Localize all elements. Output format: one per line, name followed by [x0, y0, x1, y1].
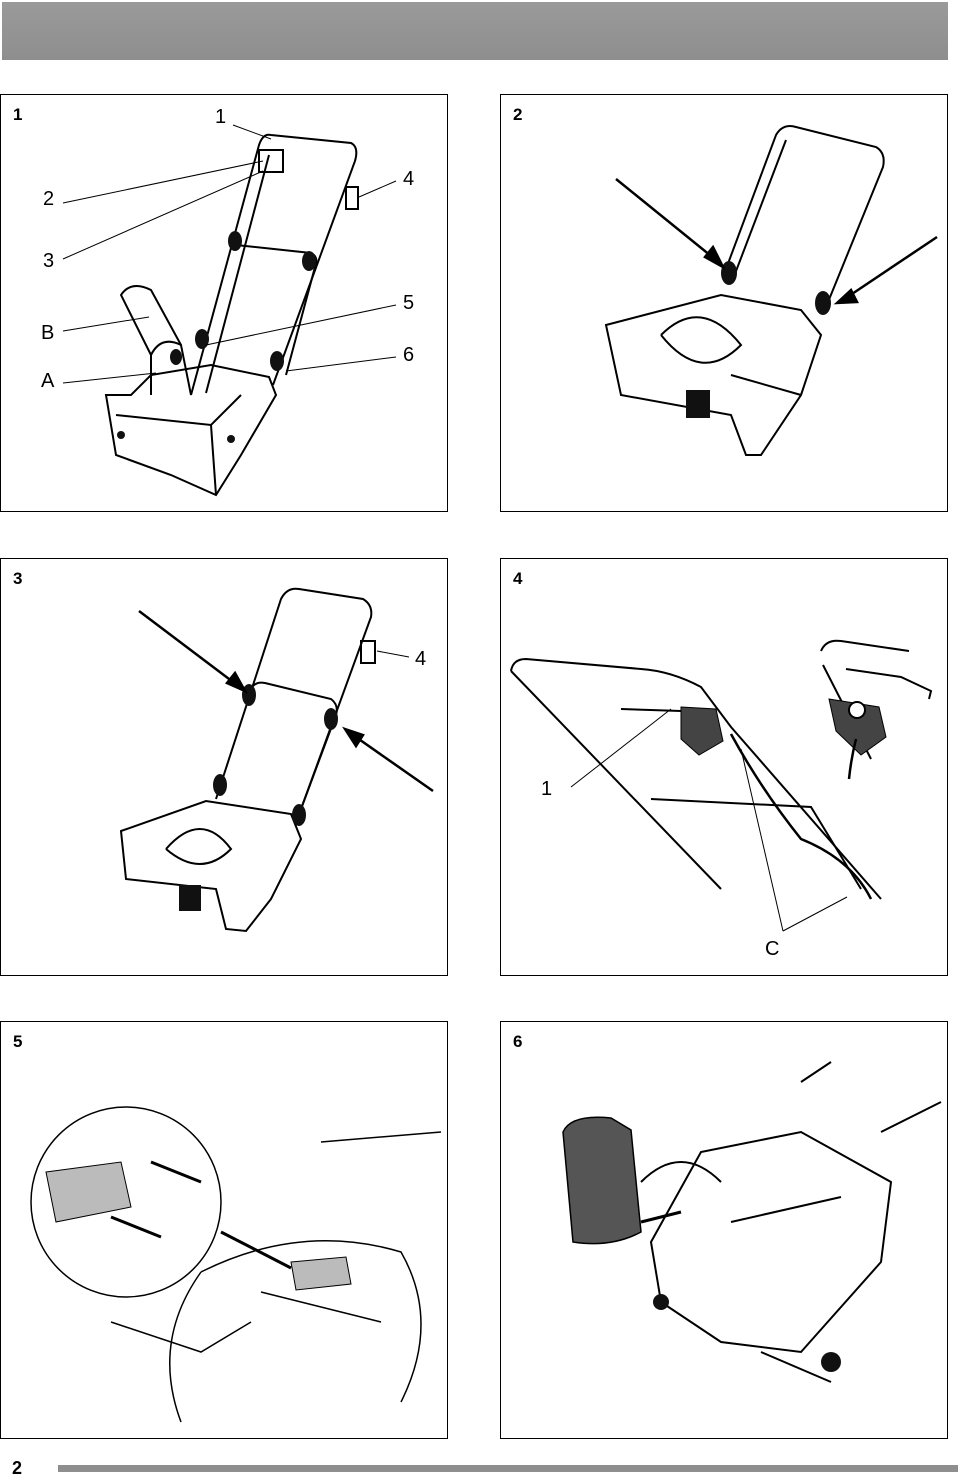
figure-5-panel: 5	[0, 1021, 448, 1439]
figure-2-panel: 2	[500, 94, 948, 512]
figure-number: 6	[513, 1032, 523, 1051]
figure-3-illustration: 4	[119, 587, 434, 933]
callout-5: 5	[403, 292, 414, 314]
callout-4: 4	[403, 168, 414, 190]
figure-4-illustration: 1 C	[510, 639, 933, 960]
figure-3-panel: 3 4	[0, 558, 448, 976]
figure-6-illustration	[562, 1061, 942, 1383]
page-number: 2	[12, 1458, 23, 1478]
figure-number: 2	[513, 105, 523, 124]
figure-4-panel: 4 1 C	[500, 558, 948, 976]
figure-number: 3	[13, 569, 23, 588]
callout-a: A	[41, 370, 55, 392]
callout-1: 1	[215, 106, 226, 128]
figure-5-illustration	[30, 1106, 442, 1423]
callout-6: 6	[403, 344, 414, 366]
figure-number: 1	[13, 105, 23, 124]
figure-number: 4	[513, 569, 523, 588]
figure-1-illustration: 1 2 3 4 B 5 A 6	[41, 106, 414, 497]
figure-2-illustration	[604, 125, 938, 456]
figure-number: 5	[13, 1032, 23, 1051]
callout-1: 1	[541, 778, 552, 800]
figure-6-panel: 6	[500, 1021, 948, 1439]
callout-2: 2	[43, 188, 54, 210]
figure-1-panel: 1	[0, 94, 448, 512]
callout-3: 3	[43, 250, 54, 272]
callout-b: B	[41, 322, 54, 344]
callout-4: 4	[415, 648, 426, 670]
header-bar	[2, 2, 948, 60]
footer-bar	[58, 1465, 958, 1472]
callout-c: C	[765, 938, 779, 960]
